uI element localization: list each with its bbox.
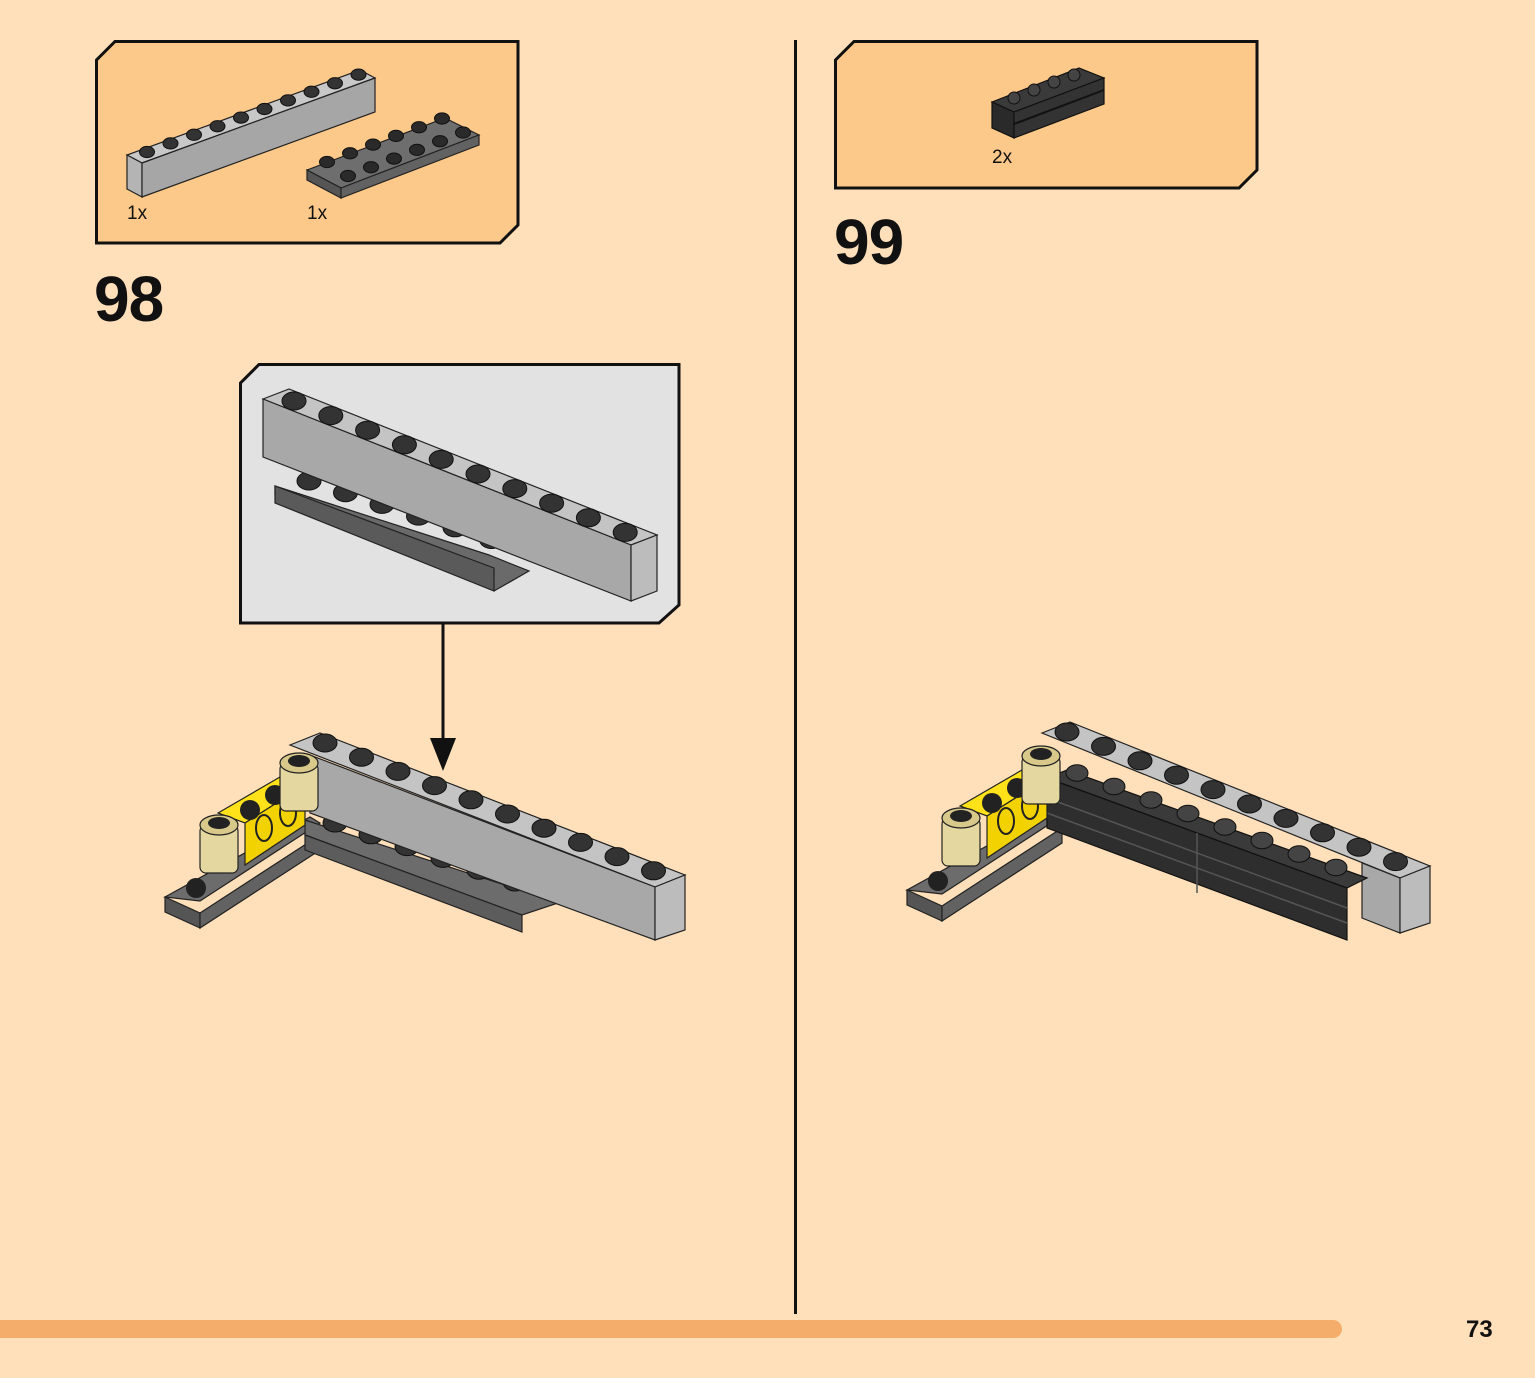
stud (465, 464, 491, 484)
stud (233, 111, 249, 124)
stud (1102, 777, 1126, 796)
stud (575, 508, 601, 528)
stud (502, 479, 528, 499)
stud (139, 145, 155, 159)
stud (1383, 852, 1408, 872)
stud (186, 128, 202, 141)
stud (495, 804, 520, 824)
stud (363, 161, 379, 174)
page-number: 73 (1466, 1316, 1493, 1343)
stud (411, 121, 427, 134)
stud (1287, 845, 1311, 863)
stud (385, 761, 411, 781)
placement-arrow (430, 624, 456, 771)
stud (1250, 831, 1274, 850)
parts-callout-98 (95, 40, 520, 245)
stud (1065, 764, 1089, 782)
part-quantity: 2x (992, 147, 1013, 168)
model-step-98 (163, 732, 687, 941)
stud (391, 435, 417, 455)
stud (319, 155, 335, 169)
progress-bar (0, 1320, 1435, 1338)
stud (303, 85, 320, 98)
step-number: 98 (94, 263, 164, 335)
stud (256, 102, 273, 116)
stud (1164, 765, 1189, 785)
dark-gray-plate-2x6-part (305, 112, 481, 199)
stud (349, 747, 374, 767)
step-number: 99 (834, 206, 904, 278)
step-divider (794, 40, 797, 1314)
progress-fill (0, 1320, 1342, 1338)
stud (1200, 780, 1226, 800)
stud (641, 861, 666, 881)
stud (1054, 722, 1080, 742)
stud (531, 818, 557, 838)
subassembly-callout (239, 363, 681, 625)
stud (280, 94, 296, 107)
stud (568, 832, 593, 852)
stud (455, 126, 471, 139)
stud (428, 449, 454, 469)
stud (162, 137, 179, 150)
stud (612, 522, 638, 542)
stud (318, 406, 344, 426)
stud (409, 143, 425, 157)
model-step-99 (905, 721, 1432, 941)
stud (342, 147, 358, 160)
stud (312, 733, 338, 753)
stud (434, 112, 450, 125)
stud (327, 77, 343, 90)
stud (386, 152, 402, 165)
stud (1346, 837, 1372, 857)
stud (1127, 751, 1153, 771)
stud (365, 138, 381, 151)
stud (340, 169, 356, 183)
stud (1091, 736, 1116, 756)
stud (458, 790, 484, 810)
parts-callout-99 (834, 40, 1259, 190)
stud (432, 135, 448, 148)
stud (1139, 791, 1163, 809)
stud (1310, 823, 1335, 843)
black-brick-1x4-part (990, 67, 1106, 139)
stud (604, 847, 630, 867)
stud (209, 120, 226, 133)
stud (1273, 808, 1299, 828)
stud (539, 493, 565, 513)
stud (422, 776, 447, 796)
stud (1213, 818, 1237, 836)
part-quantity: 1x (127, 203, 148, 224)
stud (281, 391, 307, 411)
part-quantity: 1x (307, 203, 328, 224)
light-gray-brick-1x10-part (125, 68, 377, 198)
stud (1237, 794, 1262, 814)
stud (355, 420, 381, 440)
stud (1176, 804, 1200, 823)
stud (1324, 858, 1348, 877)
stud (350, 68, 367, 81)
stud (388, 129, 404, 143)
